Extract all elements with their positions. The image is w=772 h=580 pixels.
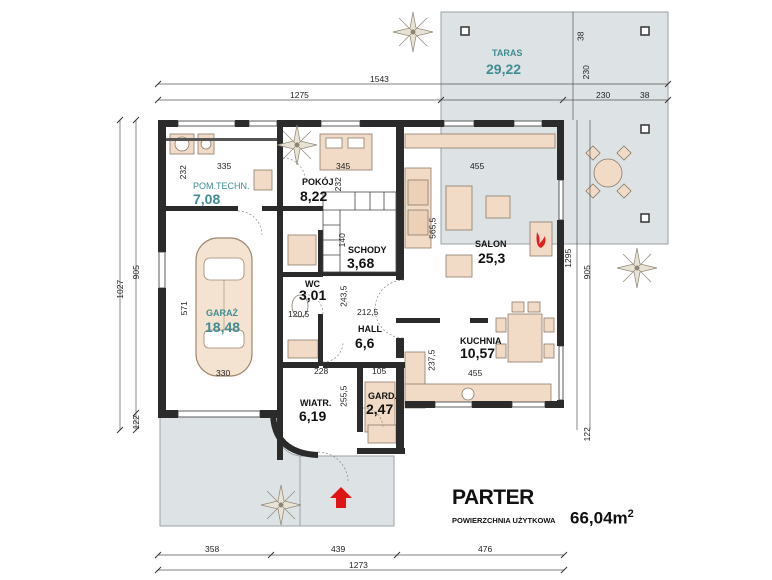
dim-int-232: 232 — [177, 165, 188, 180]
dim-top-inner: 1275 — [290, 90, 309, 100]
dim-right-outer: 1295 — [563, 248, 574, 268]
dim-int-243-5: 243,5 — [338, 285, 349, 307]
room-area-garaz: 18,48 — [205, 319, 241, 335]
windows — [158, 120, 564, 418]
dim-taras-v-a: 38 — [575, 31, 586, 41]
dim-int-335: 335 — [217, 161, 232, 171]
room-area-hall: 6,6 — [355, 335, 375, 351]
plan-title: PARTER — [452, 486, 534, 509]
dim-int-228: 228 — [314, 366, 329, 376]
dim-int-565-5: 565,5 — [427, 217, 438, 239]
dim-top-total: 1543 — [370, 74, 389, 84]
entrance-arrow-icon — [330, 487, 352, 508]
room-name-wiatr: WIATR. — [300, 398, 332, 408]
plan-subtitle: POWIERZCHNIA UŻYTKOWA — [452, 516, 556, 525]
dim-int-330: 330 — [216, 368, 231, 378]
terrace-area — [440, 11, 669, 245]
dimension-lines — [116, 12, 672, 574]
room-area-pom-techn: 7,08 — [193, 191, 221, 207]
dim-int-255-5: 255,5 — [338, 385, 349, 407]
dim-bottom-b: 439 — [331, 544, 346, 554]
room-area-wc: 3,01 — [299, 287, 327, 303]
dim-bottom-c: 476 — [478, 544, 493, 554]
dim-int-571: 571 — [178, 301, 189, 316]
room-area-schody: 3,68 — [347, 255, 375, 271]
room-name-gard: GARD. — [368, 391, 397, 401]
total-area-unit: 2 — [627, 508, 634, 520]
walls — [158, 120, 564, 460]
room-area-kuchnia: 10,57 — [460, 345, 496, 361]
dim-int-212-5: 212,5 — [357, 307, 379, 317]
room-name-garaz: GARAŻ — [206, 308, 238, 318]
room-name-hall: HALL — [358, 324, 382, 334]
room-name-wc: WC — [305, 279, 320, 289]
dim-int-105: 105 — [372, 366, 387, 376]
dim-int-237-5: 237,5 — [426, 349, 437, 371]
room-name-pom-techn: POM.TECHN. — [193, 181, 250, 191]
terrace-table — [585, 145, 632, 199]
room-name-pokoj: POKÓJ — [302, 177, 334, 187]
room-area-wiatr: 6,19 — [299, 408, 327, 424]
staircase — [322, 191, 397, 273]
dim-int-232b: 232 — [332, 177, 343, 192]
dim-int-120-5: 120,5 — [288, 309, 310, 319]
room-name-kuchnia: KUCHNIA — [460, 336, 502, 346]
car-icon — [195, 237, 253, 377]
dim-top-right-b: 38 — [640, 90, 650, 100]
dim-int-455-top: 455 — [470, 161, 485, 171]
dim-top-right-a: 230 — [596, 90, 611, 100]
dim-bottom-a: 358 — [205, 544, 220, 554]
room-area-taras: 29,22 — [486, 61, 522, 77]
dim-taras-v-b: 230 — [580, 65, 591, 80]
dim-right-inner: 905 — [581, 265, 592, 280]
title-block: PARTER POWIERZCHNIA UŻYTKOWA 66,04m2 — [452, 486, 652, 536]
total-area: 66,04m2 — [570, 508, 634, 529]
furniture — [169, 133, 556, 444]
fireplace-icon — [536, 232, 546, 248]
room-name-taras: TARAS — [492, 48, 523, 58]
dim-left-bottom: 122 — [130, 415, 141, 430]
dim-left-outer: 1027 — [115, 279, 126, 299]
room-name-schody: SCHODY — [348, 245, 387, 255]
room-area-salon: 25,3 — [478, 250, 506, 266]
room-name-salon: SALON — [475, 239, 507, 249]
total-area-value: 66,04m — [570, 508, 628, 528]
dim-int-140: 140 — [336, 233, 347, 248]
dim-right-bottom: 122 — [581, 427, 592, 442]
entrance-area — [159, 415, 395, 527]
room-area-gard: 2,47 — [366, 401, 394, 417]
door-swings — [237, 157, 405, 483]
dim-left-inner: 905 — [130, 265, 141, 280]
dim-int-345: 345 — [336, 161, 351, 171]
room-area-pokoj: 8,22 — [300, 188, 328, 204]
dim-bottom-total: 1273 — [349, 560, 368, 570]
dim-int-455-bottom: 455 — [468, 368, 483, 378]
